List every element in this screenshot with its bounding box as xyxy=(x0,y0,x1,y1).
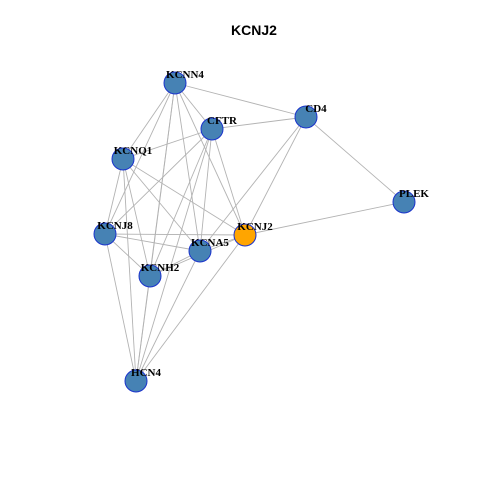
edge-cd4-kcna5 xyxy=(199,116,307,252)
edge-kcnq1-kcnh2 xyxy=(122,158,151,277)
edge-kcnn4-cd4 xyxy=(174,82,307,118)
edge-cd4-plek xyxy=(305,116,405,203)
edge-kcnq1-kcnj2 xyxy=(122,158,246,236)
edge-kcnj8-hcn4 xyxy=(104,233,137,382)
edge-kcna5-hcn4 xyxy=(135,250,201,382)
edge-cftr-kcna5 xyxy=(199,128,213,252)
edge-cftr-cd4 xyxy=(211,116,307,130)
node-circle-kcnq1[interactable] xyxy=(111,147,135,171)
edge-kcnj8-kcna5 xyxy=(104,233,201,252)
node-label-plek: PLEK xyxy=(399,188,429,200)
edge-kcnq1-hcn4 xyxy=(122,158,137,382)
edge-kcnn4-kcna5 xyxy=(174,82,201,252)
edge-cftr-kcnj2 xyxy=(211,128,246,236)
node-plek[interactable]: PLEK xyxy=(392,188,429,214)
node-kcna5[interactable]: KCNA5 xyxy=(188,237,229,263)
edge-cd4-kcnj2 xyxy=(244,116,307,236)
node-label-cd4: CD4 xyxy=(305,103,327,115)
node-label-hcn4: HCN4 xyxy=(131,367,161,379)
node-label-kcnj8: KCNJ8 xyxy=(97,220,133,232)
node-circle-kcnn4[interactable] xyxy=(163,71,187,95)
node-kcnq1[interactable]: KCNQ1 xyxy=(111,145,153,171)
node-kcnj8[interactable]: KCNJ8 xyxy=(93,220,133,246)
node-kcnn4[interactable]: KCNN4 xyxy=(163,69,204,95)
node-circle-plek[interactable] xyxy=(392,190,416,214)
node-cd4[interactable]: CD4 xyxy=(294,103,327,129)
node-label-kcnn4: KCNN4 xyxy=(166,69,204,81)
node-label-cftr: CFTR xyxy=(207,115,238,127)
edge-layer xyxy=(104,82,405,382)
node-circle-hcn4[interactable] xyxy=(124,369,148,393)
node-hcn4[interactable]: HCN4 xyxy=(124,367,161,393)
edge-kcnj2-hcn4 xyxy=(135,234,246,382)
edge-kcnn4-kcnq1 xyxy=(122,82,176,160)
node-circle-cftr[interactable] xyxy=(200,117,224,141)
node-label-kcnq1: KCNQ1 xyxy=(114,145,153,157)
edge-kcnq1-kcnj8 xyxy=(104,158,124,235)
edge-kcnn4-kcnj2 xyxy=(174,82,246,236)
node-label-kcnh2: KCNH2 xyxy=(141,262,180,274)
edge-kcnj8-kcnj2 xyxy=(104,233,246,236)
edge-kcnq1-kcna5 xyxy=(122,158,201,252)
node-label-kcnj2: KCNJ2 xyxy=(237,221,273,233)
node-kcnj2[interactable]: KCNJ2 xyxy=(233,221,273,247)
node-circle-kcnh2[interactable] xyxy=(138,264,162,288)
edge-cftr-hcn4 xyxy=(135,128,213,382)
edge-kcnh2-hcn4 xyxy=(135,275,151,382)
graph-title: KCNJ2 xyxy=(231,22,277,38)
edge-kcnn4-kcnj8 xyxy=(104,82,176,235)
edge-kcnj2-plek xyxy=(244,201,405,236)
node-label-kcna5: KCNA5 xyxy=(191,237,229,249)
edge-cftr-kcnq1 xyxy=(122,128,213,160)
node-circle-kcnj2[interactable] xyxy=(233,223,257,247)
node-cftr[interactable]: CFTR xyxy=(200,115,238,141)
node-circle-kcna5[interactable] xyxy=(188,239,212,263)
edge-cftr-kcnh2 xyxy=(149,128,213,277)
node-circle-kcnj8[interactable] xyxy=(93,222,117,246)
node-kcnh2[interactable]: KCNH2 xyxy=(138,262,180,288)
node-circle-cd4[interactable] xyxy=(294,105,318,129)
